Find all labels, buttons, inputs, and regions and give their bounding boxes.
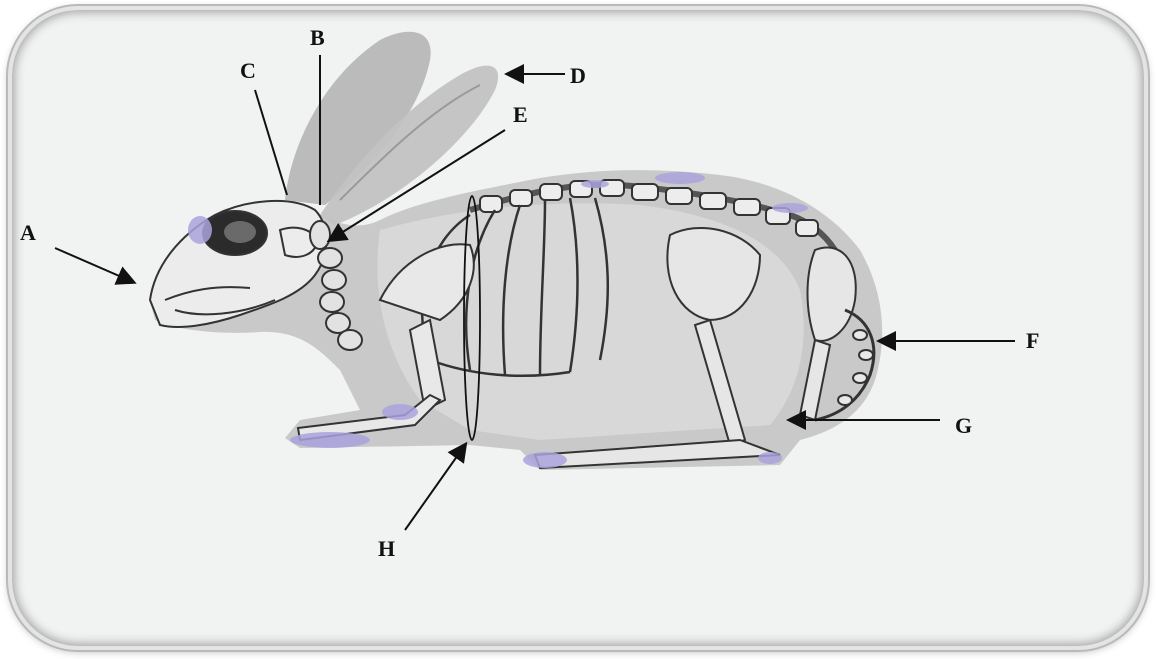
label-f: F	[1026, 330, 1039, 352]
label-g: G	[955, 415, 972, 437]
label-d: D	[570, 65, 586, 87]
label-a: A	[20, 222, 36, 244]
label-e: E	[513, 104, 528, 126]
label-c: C	[240, 60, 256, 82]
arrow-h	[405, 445, 465, 530]
line-c	[255, 90, 287, 195]
label-b: B	[310, 27, 325, 49]
eye-socket-inner	[224, 221, 256, 243]
arrow-a	[55, 248, 133, 282]
label-h: H	[378, 538, 395, 560]
